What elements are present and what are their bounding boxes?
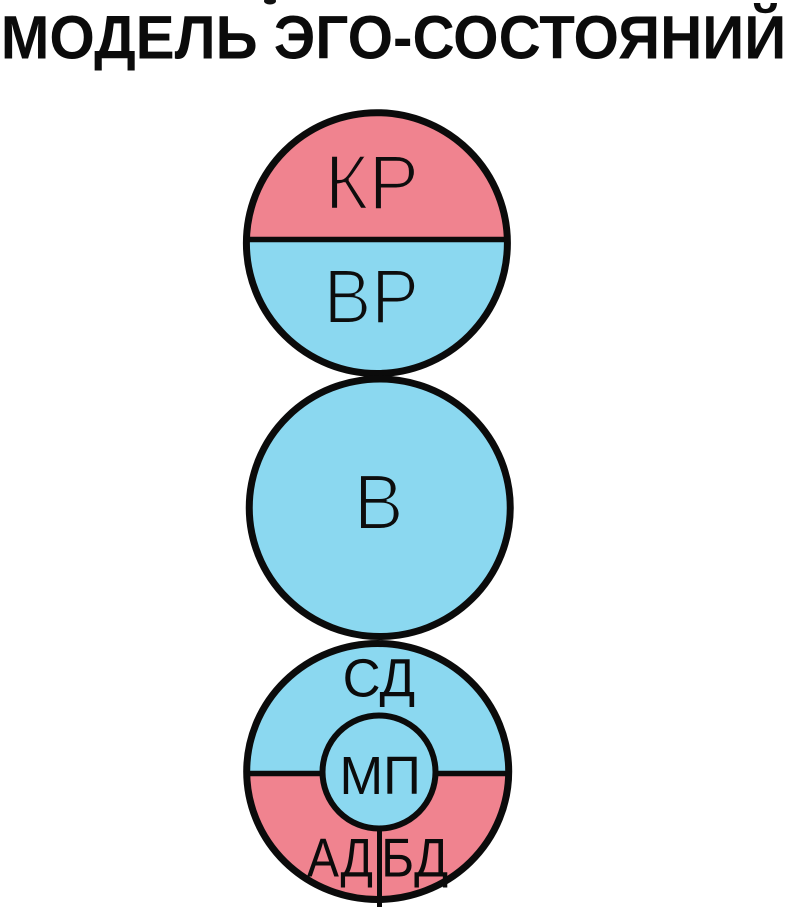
- svg-text:В: В: [354, 460, 404, 547]
- svg-text:КР: КР: [325, 140, 419, 226]
- svg-text:МОДЕЛЬ ЭГО-СОСТОЯНИЙ: МОДЕЛЬ ЭГО-СОСТОЯНИЙ: [1, 3, 786, 73]
- svg-text:ВР: ВР: [324, 254, 419, 340]
- svg-text:БД: БД: [381, 827, 448, 889]
- svg-text:АД: АД: [307, 826, 373, 888]
- svg-text:МП: МП: [339, 746, 420, 806]
- svg-text:СД: СД: [343, 649, 415, 709]
